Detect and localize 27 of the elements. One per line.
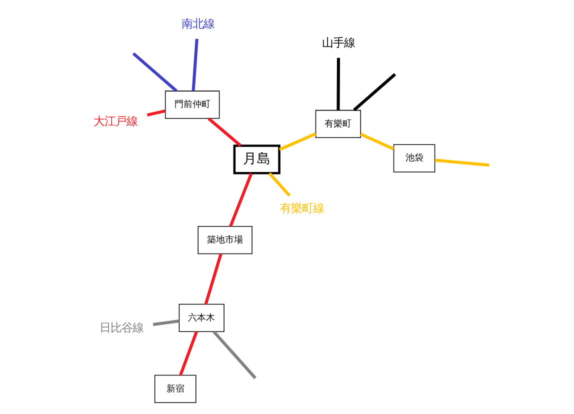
connector [229, 172, 253, 227]
node-text: 大江戸線 [94, 114, 138, 128]
connector [192, 38, 198, 92]
node-box: 六本木 [178, 304, 224, 332]
connector [336, 58, 340, 110]
connector [152, 320, 180, 326]
node-box: 月島 [233, 144, 280, 174]
node-text: 山手線 [322, 36, 356, 50]
connector [278, 132, 316, 151]
connector [353, 73, 396, 112]
connector [268, 172, 291, 197]
node-box: 門前仲町 [164, 90, 220, 119]
node-box: 有樂町 [315, 110, 361, 138]
node-box: 築地市場 [198, 226, 252, 254]
connector [208, 117, 242, 147]
connector [212, 330, 256, 380]
node-box: 池袋 [393, 144, 436, 172]
node-text: 南北線 [181, 16, 214, 31]
connector [132, 52, 178, 92]
node-text: 日比谷線 [100, 320, 144, 334]
node-text: 有樂町線 [280, 201, 324, 216]
connector [434, 158, 490, 167]
connector [360, 132, 394, 150]
connector [204, 254, 222, 305]
node-box: 新宿 [154, 374, 196, 404]
connector [146, 109, 166, 116]
connector [179, 331, 198, 376]
